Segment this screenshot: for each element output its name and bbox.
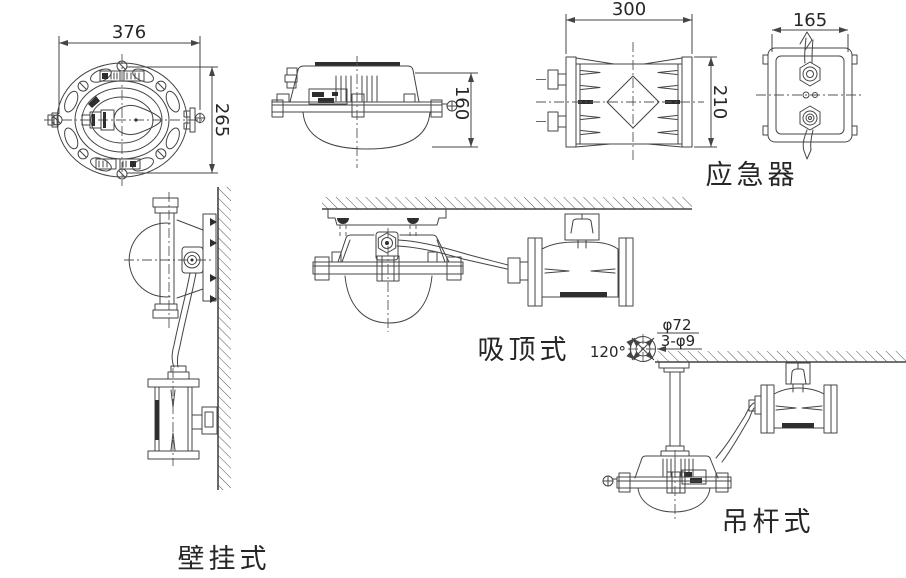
connecting-cable: [171, 272, 197, 368]
cable-gland: [181, 246, 204, 274]
flange-bolt-circle: φ72: [663, 316, 692, 334]
pendant-rod: [658, 361, 690, 457]
emergency-box: [507, 213, 634, 307]
cable-entries: [536, 69, 567, 132]
lamp-housing: [337, 234, 450, 263]
emergency-box-side-view: 300 210: [536, 0, 730, 162]
cooling-fins: [335, 75, 378, 102]
ceiling-hatch: [657, 351, 906, 362]
flange-angle: 120°: [590, 343, 626, 361]
connecting-cable: [396, 239, 509, 270]
dim-front-height: 265: [211, 103, 232, 137]
dimension-300: 300: [565, 0, 693, 54]
flange-bar: [602, 471, 732, 494]
bottom-cable-gland: [799, 105, 821, 160]
lamp-housing: [634, 455, 719, 485]
hanging-eye: [441, 100, 458, 112]
wall-mount-view: 壁挂式: [124, 187, 271, 574]
dimension-210: 210: [694, 56, 730, 148]
marking-plates: [95, 70, 145, 170]
label-emergency-device: 应急器: [706, 160, 799, 190]
dim-front-width: 376: [112, 22, 146, 43]
connecting-cable: [715, 402, 755, 463]
internal-ribs: [580, 70, 678, 135]
wall-hatch: [218, 187, 231, 490]
rim-screws: [51, 60, 167, 180]
mounting-plate: [152, 197, 179, 319]
ceiling-mount-view: 吸顶式: [312, 197, 692, 365]
flange-holes: 3-φ9: [661, 332, 695, 350]
emergency-box: [748, 362, 838, 434]
ballast-box: [308, 88, 348, 105]
emergency-box-end-view: 165 应急器: [706, 10, 864, 190]
dim-box-height: 210: [709, 85, 730, 119]
top-cable-gland: [799, 31, 821, 87]
lamp-front-view: 376 265: [44, 22, 232, 186]
lamp-side-view: 160: [271, 56, 478, 168]
dimension-165: 165: [771, 10, 849, 52]
dim-box-width: 300: [612, 0, 646, 20]
dimension-265: 265: [127, 66, 232, 174]
ceiling-hatch: [322, 197, 692, 209]
label-wall-mount: 壁挂式: [178, 544, 271, 574]
dimension-160: 160: [415, 72, 478, 148]
emergency-box: [147, 365, 218, 466]
label-pendant-mount: 吊杆式: [722, 507, 815, 537]
glass-dome: [302, 111, 431, 150]
dim-end-width: 165: [793, 10, 827, 31]
glass-dome: [344, 275, 433, 324]
side-latch: [47, 107, 206, 133]
dimension-376: 376: [58, 22, 201, 114]
label-ceiling-mount: 吸顶式: [478, 335, 571, 365]
ceiling-bracket: [327, 208, 447, 238]
glass-dome: [128, 222, 171, 298]
lamp-housing: [176, 213, 217, 303]
lamp-bulb: [81, 96, 162, 135]
dim-side-height: 160: [451, 86, 472, 120]
glass-dome: [637, 487, 711, 513]
flange-bolt-detail: φ72 3-φ9 120°: [590, 316, 702, 364]
junction-box: [284, 67, 298, 89]
pendant-mount-view: φ72 3-φ9 120°: [590, 316, 906, 537]
